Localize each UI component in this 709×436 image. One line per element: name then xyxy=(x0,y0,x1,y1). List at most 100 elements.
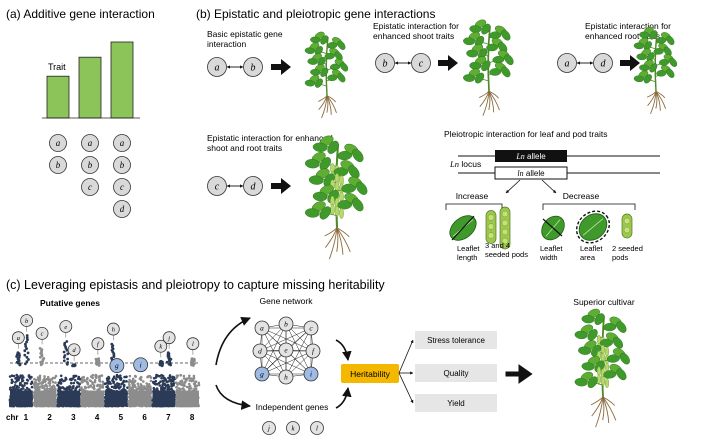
gene-label-e: e xyxy=(59,320,73,333)
gene-b: b xyxy=(375,53,395,73)
chromosome-1-points xyxy=(8,373,34,408)
gene-letter: c xyxy=(215,182,220,193)
gene-circle xyxy=(11,331,25,345)
gene-c: c xyxy=(81,178,99,196)
gene-letter: f xyxy=(312,347,315,356)
arrow-to-network xyxy=(215,316,251,366)
gene-circle xyxy=(411,53,431,73)
panel-a: (a) Additive gene interaction Trait abab… xyxy=(6,7,155,218)
leaf-pod-icons xyxy=(449,206,633,250)
network-node-g: g xyxy=(254,366,270,382)
recessive-allele-box xyxy=(494,166,568,180)
gene-b: b xyxy=(49,156,67,174)
gene-a: a xyxy=(113,134,131,152)
gene-letter: b xyxy=(56,160,61,170)
dominant-allele-label: Ln allele xyxy=(515,152,546,161)
network-edge xyxy=(259,327,312,352)
chromosome-label: 4 xyxy=(95,413,100,422)
network-node-c: c xyxy=(303,320,319,336)
gene-circle xyxy=(113,156,131,174)
outcome-arrow xyxy=(398,339,414,374)
three-seeded-pod xyxy=(485,210,497,244)
peak-gene-a: a xyxy=(11,331,25,367)
decrease-bracket xyxy=(542,203,636,210)
network-edge xyxy=(259,350,312,375)
pleiotropy-diagram: Pleiotropic interaction for leaf and pod… xyxy=(444,129,660,262)
gene-letter: f xyxy=(97,341,100,348)
gene-circle xyxy=(303,320,319,336)
pleiotropy-title: Pleiotropic interaction for leaf and pod… xyxy=(444,129,607,139)
length-measure-line xyxy=(451,215,475,241)
chromosome-7-points xyxy=(151,373,177,408)
putative-genes-label: Putative genes xyxy=(40,298,100,308)
chromosome-2-points xyxy=(32,374,58,408)
result-arrow xyxy=(438,55,458,71)
gene-label-k: k xyxy=(154,339,168,353)
leaf-pod-label: seeded pods xyxy=(485,250,528,259)
gene-b: b xyxy=(243,57,263,77)
gene-circle xyxy=(305,343,321,359)
gene-label-c: c xyxy=(35,326,49,340)
chromosome-label: 7 xyxy=(166,413,171,422)
gene-circle xyxy=(286,421,300,435)
arrow-independent-to-heritability xyxy=(335,387,352,409)
result-arrow xyxy=(271,178,291,194)
four-seeded-pod xyxy=(499,206,511,250)
gene-label-d: d xyxy=(67,343,81,357)
gene-circle xyxy=(81,156,99,174)
gene-letter: j xyxy=(267,425,270,432)
gene-letter: b xyxy=(251,63,256,74)
panel-c: (c) Leveraging epistasis and pleiotropy … xyxy=(6,278,635,435)
gene-circle xyxy=(303,366,319,382)
dominant-allele-box xyxy=(495,150,567,162)
gene-d: d xyxy=(113,200,131,218)
gene-b: b xyxy=(113,156,131,174)
gene-a: a xyxy=(81,134,99,152)
gene-circle xyxy=(162,331,176,345)
heritability-box xyxy=(341,364,399,383)
peak-gene-b: b xyxy=(20,314,34,366)
outcome-label: Quality xyxy=(444,369,469,378)
network-edge xyxy=(261,327,314,352)
gene-circle xyxy=(278,342,294,358)
trait-label: Trait xyxy=(48,62,66,72)
gene-circle xyxy=(278,369,294,385)
gene-label-f: f xyxy=(91,337,105,351)
gene-letter: b xyxy=(25,318,28,325)
gene-letter: d xyxy=(601,59,607,70)
network-edge xyxy=(261,350,314,375)
outcome-label: Stress tolerance xyxy=(427,336,485,345)
gene-circle xyxy=(113,134,131,152)
peak-gene-e: e xyxy=(59,320,73,366)
gene-circle xyxy=(310,421,324,435)
network-edge xyxy=(285,327,312,378)
leaf-pod-label: length xyxy=(457,253,477,262)
chromosome-label: 8 xyxy=(190,413,195,422)
network-edge xyxy=(261,327,287,378)
trait-bar xyxy=(110,41,134,119)
independent-gene-k: k xyxy=(286,421,300,435)
outcome-label: Yield xyxy=(447,399,465,408)
chromosome-label: 5 xyxy=(119,413,124,422)
arrow-network-to-heritability xyxy=(335,339,352,361)
width-measure-line xyxy=(542,218,563,237)
leaf-pod-label: pods xyxy=(612,253,629,262)
interaction-label: interaction xyxy=(207,39,246,49)
locus-label: Ln locus xyxy=(449,159,481,169)
gene-letter: d xyxy=(251,182,257,193)
leaf-pod-label: Leaflet xyxy=(580,244,603,253)
leaflet-area-leaf xyxy=(575,210,611,244)
gene-a: a xyxy=(49,134,67,152)
gene-circle xyxy=(375,53,395,73)
gene-letter: a xyxy=(56,138,61,148)
peak-gene-c: c xyxy=(35,326,49,367)
gene-letter: a xyxy=(215,63,220,74)
highlight-gene-i: i xyxy=(133,357,149,373)
gene-label-b: b xyxy=(20,314,34,327)
trait-bar xyxy=(46,75,70,119)
